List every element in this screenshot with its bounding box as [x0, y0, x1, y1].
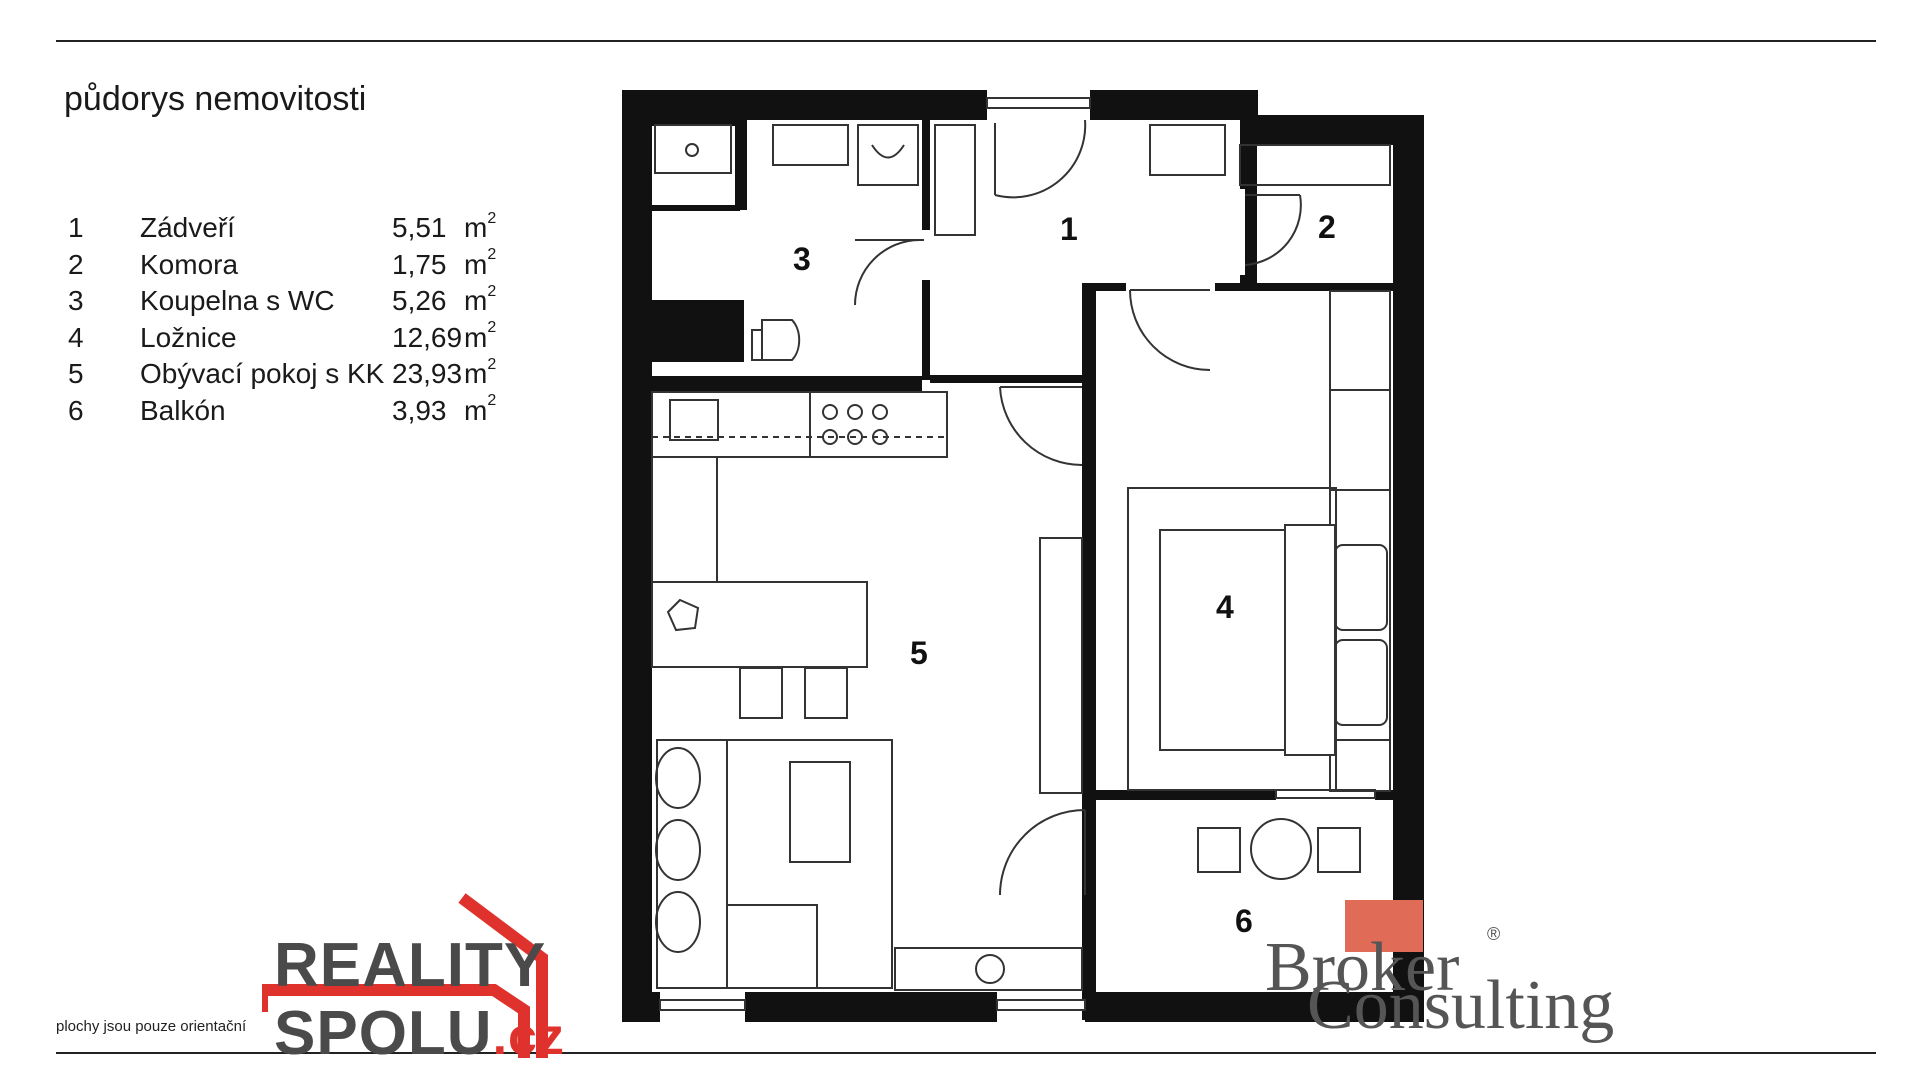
balcony-furniture: [1197, 818, 1361, 880]
logo-accent-box: [1345, 900, 1423, 952]
room-label-4: 4: [1216, 589, 1234, 625]
bottom-rule: [56, 1052, 1876, 1054]
room-area: 3,93: [392, 394, 447, 426]
room-label-3: 3: [793, 241, 811, 277]
room-number: 3: [68, 285, 84, 316]
logo-consulting-text: Consulting: [1307, 967, 1615, 1044]
room-number: 5: [68, 358, 84, 389]
room-label-6: 6: [1235, 903, 1253, 939]
room-unit: m2: [464, 319, 497, 353]
doors: [854, 119, 1302, 896]
room-area: 5,26: [392, 285, 447, 316]
room-number: 2: [68, 248, 84, 280]
room-name: Komora: [140, 248, 239, 280]
room-name: Koupelna s WC: [140, 285, 335, 316]
broker-consulting-logo: Broker Consulting ®: [1265, 900, 1665, 1050]
room-unit: m2: [464, 355, 497, 389]
room-number: 4: [68, 321, 84, 353]
room-unit: m2: [464, 392, 497, 426]
room-area: 1,75: [392, 248, 447, 280]
room-unit: m2: [464, 246, 497, 280]
page-title: půdorys nemovitosti: [64, 80, 367, 118]
interior-walls: [652, 120, 1395, 1020]
room-unit: m2: [464, 209, 497, 243]
logo-line2: SPOLU.cz: [274, 999, 565, 1068]
room-name: Zádveří: [140, 212, 235, 243]
kitchen-counter: [651, 391, 948, 719]
reality-spolu-logo: REALITY SPOLU.cz: [262, 880, 564, 1068]
exterior-walls: [622, 90, 1424, 1022]
room-label-1: 1: [1060, 211, 1078, 247]
room-number: 6: [68, 394, 84, 426]
room-area: 23,93: [392, 358, 463, 389]
windows: [659, 97, 1376, 1011]
room-label-5: 5: [910, 635, 928, 671]
bedroom-furniture: [1127, 290, 1391, 792]
room-name: Obývací pokoj s KK: [140, 358, 385, 389]
living-furniture: [655, 537, 1083, 991]
house-roof-icon: [262, 893, 548, 1058]
room-number: 1: [68, 212, 84, 243]
top-rule: [56, 40, 1876, 42]
room-unit: m2: [464, 282, 497, 316]
logo-broker-text: Broker: [1265, 929, 1460, 1006]
room-name: Balkón: [140, 394, 226, 426]
footnote: plochy jsou pouze orientační: [56, 1018, 247, 1035]
room-label-2: 2: [1318, 209, 1336, 245]
storage-fixtures: [1149, 124, 1391, 186]
bathroom-fixtures: [654, 124, 976, 361]
room-area: 12,69: [392, 321, 463, 353]
logo-line1: REALITY: [274, 931, 547, 1000]
registered-mark: ®: [1487, 924, 1501, 944]
room-area: 5,51: [392, 212, 447, 243]
room-name: Ložnice: [140, 321, 237, 353]
